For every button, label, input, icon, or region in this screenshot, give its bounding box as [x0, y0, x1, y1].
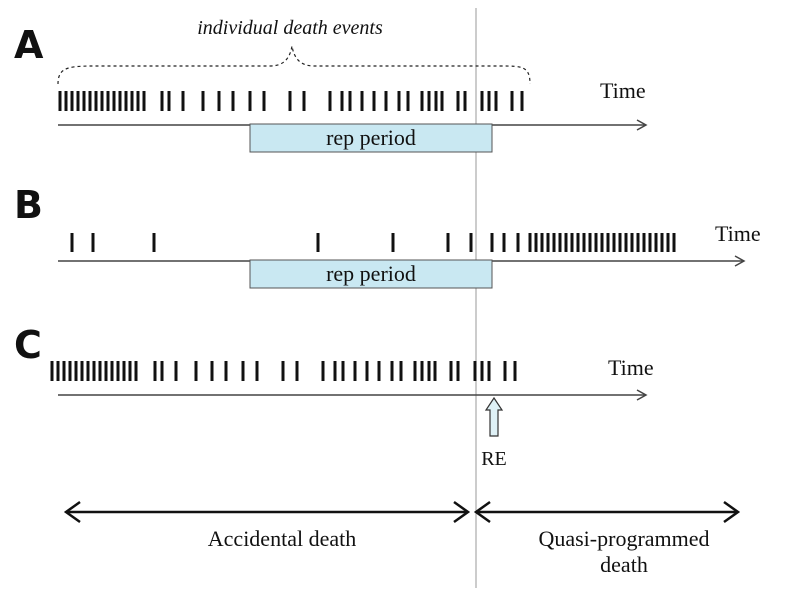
accidental-death-label: Accidental death [208, 526, 356, 551]
accidental-arrow-right-head [453, 500, 471, 524]
time-label-b: Time [715, 221, 761, 246]
quasi-arrow-left-head [473, 500, 491, 524]
panel-c: C Time RE [14, 323, 654, 470]
panel-a-label: A [14, 23, 44, 67]
brace-label: individual death events [197, 17, 383, 39]
tick-group-c [50, 361, 517, 381]
quasi-programmed-label-line2: death [600, 552, 648, 577]
rep-period-label-b: rep period [326, 261, 416, 286]
panel-b: B Time rep period [14, 183, 761, 289]
rep-period-label-a: rep period [326, 125, 416, 150]
panel-c-label: C [14, 323, 42, 367]
rep-period-a [249, 123, 493, 153]
re-up-arrow [484, 396, 504, 437]
quasi-arrow-right-head [723, 500, 741, 524]
rep-period-b [249, 259, 493, 289]
accidental-arrow-left-head [63, 500, 81, 524]
quasi-programmed-label: Quasi-programmed [538, 526, 709, 551]
time-label-a: Time [600, 78, 646, 103]
time-label-c: Time [608, 355, 654, 380]
re-marker-label: RE [481, 448, 507, 470]
individual-events-brace [57, 45, 531, 85]
tick-group-b [70, 233, 676, 252]
panel-b-label: B [14, 183, 43, 227]
bottom-legend: Accidental death Quasi-programmed death [63, 500, 741, 577]
panel-a: A individual death events Time rep perio… [14, 17, 648, 153]
tick-group-a [58, 91, 524, 111]
